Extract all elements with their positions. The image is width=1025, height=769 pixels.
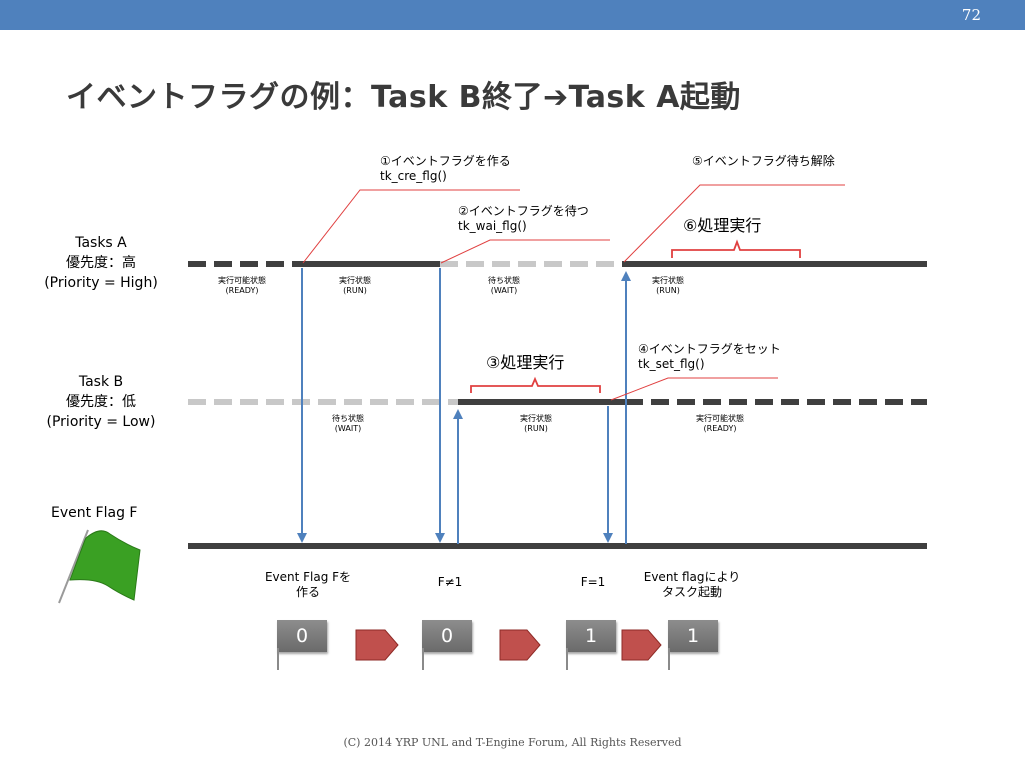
callout-5 bbox=[623, 184, 845, 263]
task-a-state-4: 実行状態 (RUN) bbox=[643, 276, 693, 296]
task-b-state-1: 待ち状態 (WAIT) bbox=[323, 414, 373, 434]
state-jp: 待ち状態 bbox=[332, 414, 364, 423]
task-b-priority: 優先度：低 bbox=[66, 394, 136, 410]
flag-event-line: タスク起動 bbox=[661, 585, 722, 599]
state-en: (RUN) bbox=[656, 286, 680, 295]
brace-3 bbox=[470, 376, 601, 393]
state-en: (WAIT) bbox=[334, 424, 362, 433]
chevron-arrow-3 bbox=[621, 629, 662, 661]
flag-value-1: 0 bbox=[277, 620, 327, 652]
state-en: (READY) bbox=[225, 286, 259, 295]
state-jp: 実行可能状態 bbox=[696, 414, 744, 423]
state-jp: 実行状態 bbox=[652, 276, 684, 285]
header-bar bbox=[0, 0, 1025, 30]
annotation-5-text: ⑤イベントフラグ待ち解除 bbox=[692, 154, 835, 168]
state-en: (READY) bbox=[703, 424, 737, 433]
state-jp: 実行状態 bbox=[339, 276, 371, 285]
annotation-4-api: tk_set_flg() bbox=[638, 357, 705, 371]
task-b-state-2: 実行状態 (RUN) bbox=[511, 414, 561, 434]
chevron-arrow-1 bbox=[355, 629, 399, 661]
state-en: (RUN) bbox=[524, 424, 548, 433]
flag-value-4: 1 bbox=[668, 620, 718, 652]
state-jp: 実行状態 bbox=[520, 414, 552, 423]
flag-event-2: F≠1 bbox=[410, 575, 490, 590]
flag-event-line: 作る bbox=[295, 585, 320, 599]
annotation-2-api: tk_wai_flg() bbox=[458, 219, 527, 233]
task-b-label: Task B 優先度：低 (Priority = Low) bbox=[36, 372, 166, 432]
callout-2 bbox=[440, 239, 610, 264]
flag-value-3: 1 bbox=[566, 620, 616, 652]
flag-icon bbox=[58, 529, 141, 604]
task-b-priority-en: (Priority = Low) bbox=[46, 414, 156, 430]
flag-event-line: Event flagにより bbox=[643, 570, 741, 584]
flag-event-1: Event Flag Fを 作る bbox=[252, 570, 364, 600]
chevron-arrows bbox=[355, 629, 662, 661]
annotation-1-text: ①イベントフラグを作る bbox=[380, 154, 511, 168]
annotation-6-text: ⑥処理実行 bbox=[683, 216, 762, 235]
callout-lines bbox=[302, 184, 845, 401]
callout-1 bbox=[302, 189, 520, 264]
annotation-set-flag: ④イベントフラグをセット tk_set_flg() bbox=[638, 342, 781, 372]
annotation-3-text: ③処理実行 bbox=[486, 353, 565, 372]
flag-event-3: F=1 bbox=[553, 575, 633, 590]
task-a-state-2: 実行状態 (RUN) bbox=[330, 276, 380, 296]
flag-event-line: Event Flag Fを bbox=[264, 570, 352, 584]
flag-event-4: Event flagにより タスク起動 bbox=[632, 570, 752, 600]
flag-event-line: F≠1 bbox=[437, 575, 463, 589]
event-flag-label: Event Flag F bbox=[51, 505, 138, 521]
state-en: (WAIT) bbox=[490, 286, 518, 295]
brace-6 bbox=[671, 239, 801, 258]
flag-pole-2 bbox=[422, 648, 424, 670]
annotation-1-api: tk_cre_flg() bbox=[380, 169, 447, 183]
flag-event-line: F=1 bbox=[580, 575, 606, 589]
task-b-name: Task B bbox=[78, 374, 124, 390]
task-a-state-1: 実行可能状態 (READY) bbox=[212, 276, 272, 296]
copyright-footer: (C) 2014 YRP UNL and T-Engine Forum, All… bbox=[343, 736, 682, 749]
page-number: 72 bbox=[961, 6, 981, 24]
flag-pole-4 bbox=[668, 648, 670, 670]
task-a-priority: 優先度：高 bbox=[66, 255, 136, 271]
callout-4 bbox=[610, 377, 778, 401]
flag-value-2: 0 bbox=[422, 620, 472, 652]
chevron-arrow-2 bbox=[499, 629, 541, 661]
slide-title: イベントフラグの例：Task B終了➔Task A起動 bbox=[66, 80, 741, 115]
annotation-4-text: ④イベントフラグをセット bbox=[638, 342, 781, 356]
flag-pole-3 bbox=[566, 648, 568, 670]
task-a-name: Tasks A bbox=[75, 235, 127, 251]
state-jp: 実行可能状態 bbox=[218, 276, 266, 285]
state-en: (RUN) bbox=[343, 286, 367, 295]
task-a-label: Tasks A 優先度：高 (Priority = High) bbox=[36, 233, 166, 293]
task-a-priority-en: (Priority = High) bbox=[44, 275, 158, 291]
annotation-2-text: ②イベントフラグを待つ bbox=[458, 204, 589, 218]
annotation-create-flag: ①イベントフラグを作る tk_cre_flg() bbox=[380, 154, 511, 184]
task-b-state-3: 実行可能状態 (READY) bbox=[690, 414, 750, 434]
flag-pole-1 bbox=[277, 648, 279, 670]
annotation-wait-flag: ②イベントフラグを待つ tk_wai_flg() bbox=[458, 204, 589, 234]
state-jp: 待ち状態 bbox=[488, 276, 520, 285]
event-arrows bbox=[297, 268, 631, 544]
task-a-state-3: 待ち状態 (WAIT) bbox=[479, 276, 529, 296]
